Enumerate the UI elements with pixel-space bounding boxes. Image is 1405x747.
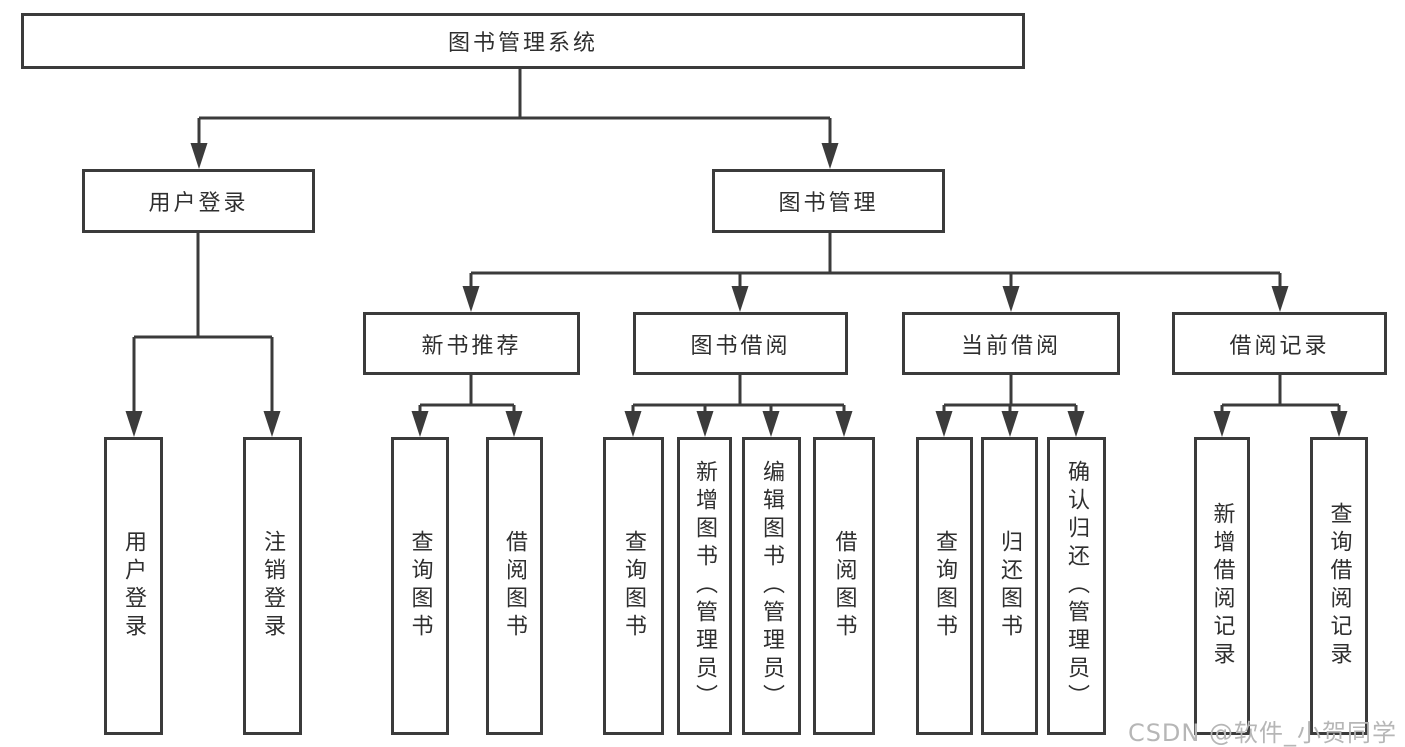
node-current-borrow: 当前借阅 xyxy=(902,312,1120,375)
leaf-confirm-return-admin-label: 确认归还（管理员） xyxy=(1064,460,1090,712)
leaf-logout: 注销登录 xyxy=(243,437,302,735)
leaf-add-borrow-record: 新增借阅记录 xyxy=(1194,437,1250,735)
leaf-query-borrow-record-label: 查询借阅记录 xyxy=(1326,502,1352,670)
leaf-query-books-1-label: 查询图书 xyxy=(407,530,433,642)
leaf-add-books-admin-label: 新增图书（管理员） xyxy=(692,460,718,712)
leaf-confirm-return-admin: 确认归还（管理员） xyxy=(1047,437,1106,735)
leaf-return-books: 归还图书 xyxy=(981,437,1038,735)
leaf-query-books-2: 查询图书 xyxy=(603,437,664,735)
node-root-label: 图书管理系统 xyxy=(447,31,598,56)
node-book-borrow: 图书借阅 xyxy=(633,312,848,375)
leaf-query-books-3: 查询图书 xyxy=(916,437,973,735)
leaf-edit-books-admin: 编辑图书（管理员） xyxy=(742,437,801,735)
leaf-add-books-admin: 新增图书（管理员） xyxy=(677,437,732,735)
leaf-query-books-3-label: 查询图书 xyxy=(932,530,958,642)
leaf-edit-books-admin-label: 编辑图书（管理员） xyxy=(759,460,785,712)
node-book-management: 图书管理 xyxy=(712,169,945,233)
csdn-watermark: CSDN @软件_小贺同学 xyxy=(1127,719,1397,747)
node-current-borrow-label: 当前借阅 xyxy=(960,333,1061,359)
node-new-book-recommend-label: 新书推荐 xyxy=(421,333,522,359)
leaf-return-books-label: 归还图书 xyxy=(997,530,1023,642)
leaf-borrow-books-2-label: 借阅图书 xyxy=(831,530,857,642)
node-borrow-records-label: 借阅记录 xyxy=(1229,333,1330,359)
node-user-login: 用户登录 xyxy=(82,169,315,233)
leaf-query-borrow-record: 查询借阅记录 xyxy=(1310,437,1368,735)
node-user-login-label: 用户登录 xyxy=(148,191,249,216)
leaf-borrow-books-1: 借阅图书 xyxy=(486,437,543,735)
node-borrow-records: 借阅记录 xyxy=(1172,312,1387,375)
node-book-borrow-label: 图书借阅 xyxy=(690,333,791,359)
leaf-add-borrow-record-label: 新增借阅记录 xyxy=(1209,502,1235,670)
leaf-query-books-1: 查询图书 xyxy=(391,437,449,735)
leaf-logout-label: 注销登录 xyxy=(260,530,286,642)
leaf-borrow-books-2: 借阅图书 xyxy=(813,437,875,735)
node-new-book-recommend: 新书推荐 xyxy=(363,312,580,375)
leaf-query-books-2-label: 查询图书 xyxy=(621,530,647,642)
leaf-user-login: 用户登录 xyxy=(104,437,163,735)
leaf-user-login-label: 用户登录 xyxy=(121,530,147,642)
node-book-management-label: 图书管理 xyxy=(778,191,879,216)
leaf-borrow-books-1-label: 借阅图书 xyxy=(502,530,528,642)
node-root: 图书管理系统 xyxy=(21,13,1025,69)
